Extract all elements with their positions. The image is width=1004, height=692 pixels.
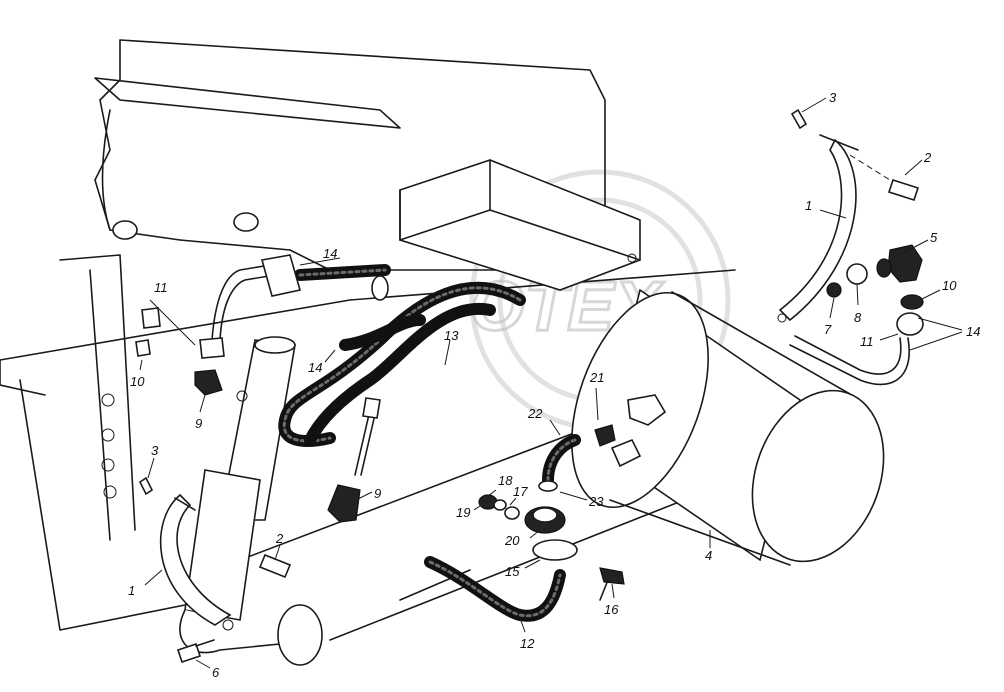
callout-14a: 14 bbox=[966, 324, 980, 339]
callout-2b: 2 bbox=[275, 531, 284, 546]
callout-5: 5 bbox=[930, 230, 938, 245]
callout-14c: 14 bbox=[308, 360, 322, 375]
callout-17: 17 bbox=[513, 484, 528, 499]
strap-left bbox=[138, 476, 292, 664]
left-fittings bbox=[135, 254, 389, 523]
callout-10b: 10 bbox=[130, 374, 145, 389]
callout-21: 21 bbox=[589, 370, 604, 385]
callout-4: 4 bbox=[705, 548, 712, 563]
right-fittings bbox=[789, 244, 924, 386]
callout-20: 20 bbox=[504, 533, 520, 548]
callout-16: 16 bbox=[604, 602, 619, 617]
callout-6: 6 bbox=[212, 665, 220, 680]
callout-3b: 3 bbox=[151, 443, 159, 458]
callout-14b: 14 bbox=[323, 246, 337, 261]
callout-7: 7 bbox=[824, 322, 832, 337]
callout-10a: 10 bbox=[942, 278, 957, 293]
control-unit-box bbox=[399, 159, 641, 291]
callout-11a: 11 bbox=[860, 334, 874, 349]
callout-3a: 3 bbox=[829, 90, 837, 105]
callout-12: 12 bbox=[520, 636, 535, 651]
center-parts bbox=[478, 394, 667, 601]
fuel-tank bbox=[571, 288, 885, 566]
callout-11b: 11 bbox=[154, 280, 168, 295]
callouts: 3 2 1 5 10 7 8 14 11 14 14 13 11 10 9 3 bbox=[128, 90, 980, 680]
callout-23: 23 bbox=[588, 494, 604, 509]
callout-8: 8 bbox=[854, 310, 862, 325]
callout-19: 19 bbox=[456, 505, 470, 520]
callout-13: 13 bbox=[444, 328, 459, 343]
callout-1b: 1 bbox=[128, 583, 135, 598]
callout-9b: 9 bbox=[374, 486, 381, 501]
callout-22: 22 bbox=[527, 406, 543, 421]
callout-1a: 1 bbox=[805, 198, 812, 213]
callout-2a: 2 bbox=[923, 150, 932, 165]
callout-15: 15 bbox=[505, 564, 520, 579]
strap-right bbox=[777, 108, 920, 323]
hose-13 bbox=[278, 264, 526, 447]
callout-18: 18 bbox=[498, 473, 513, 488]
callout-9a: 9 bbox=[195, 416, 202, 431]
hose-12 bbox=[424, 556, 566, 622]
hose-22 bbox=[542, 434, 581, 486]
